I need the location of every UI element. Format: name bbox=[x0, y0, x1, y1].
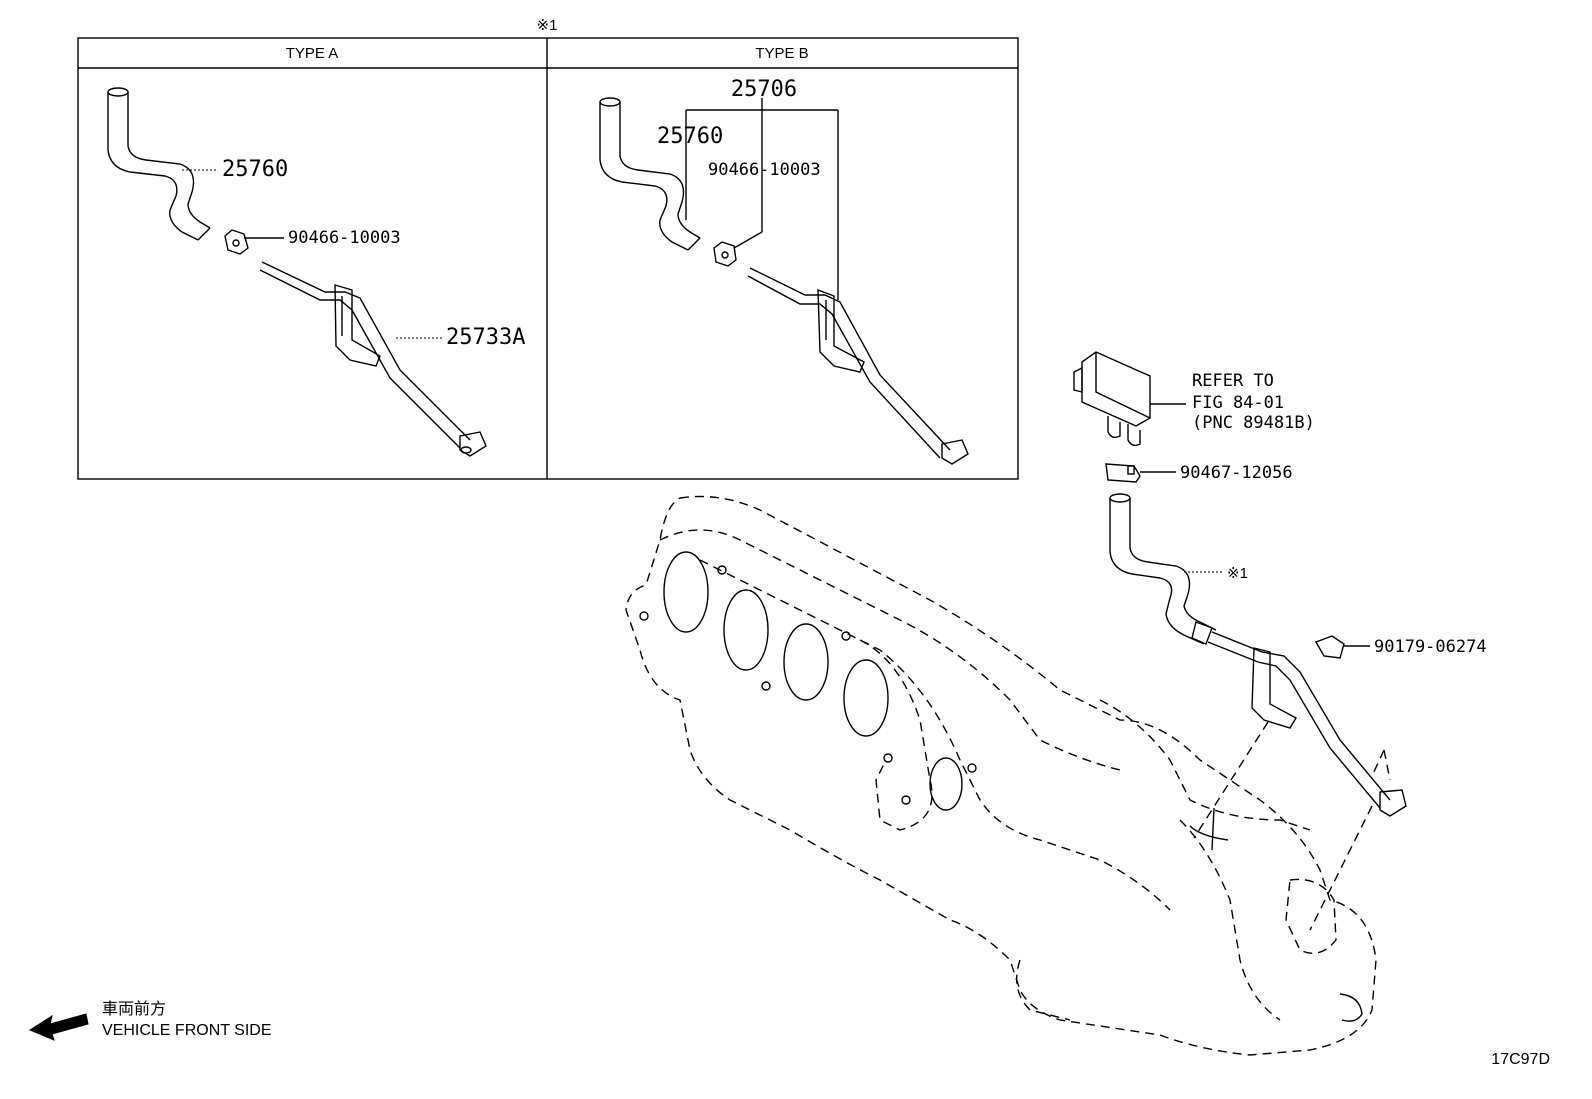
direction-english: VEHICLE FRONT SIDE bbox=[102, 1022, 272, 1039]
main-hose-drawing bbox=[1109, 493, 1217, 645]
type-a-label-90466: 90466-10003 bbox=[288, 228, 401, 248]
refer-text-line1: REFER TO bbox=[1192, 371, 1274, 391]
type-b-hose-drawing bbox=[599, 97, 701, 251]
type-a-leaders bbox=[182, 169, 442, 339]
main-pipe-drawing bbox=[1207, 631, 1407, 817]
label-90467-12056: 90467-12056 bbox=[1180, 463, 1293, 483]
type-b-clip-drawing bbox=[713, 241, 737, 267]
type-b-label-25706: 25706 bbox=[731, 77, 797, 102]
refer-text-line2: FIG 84-01 bbox=[1192, 393, 1284, 413]
type-b-header: TYPE B bbox=[755, 45, 808, 62]
type-b-leaders bbox=[685, 98, 839, 300]
type-a-label-25760: 25760 bbox=[222, 157, 288, 182]
label-90179-06274: 90179-06274 bbox=[1374, 637, 1487, 657]
alignment-lines bbox=[1193, 721, 1391, 931]
direction-japanese: 車両前方 bbox=[102, 1000, 166, 1018]
type-b-label-25760: 25760 bbox=[657, 124, 723, 149]
type-a-header: TYPE A bbox=[286, 45, 339, 62]
type-b-pipe-drawing bbox=[747, 267, 969, 465]
figure-code: 17C97D bbox=[1491, 1051, 1550, 1068]
type-a-hose-drawing bbox=[107, 87, 211, 241]
inset-frame bbox=[77, 37, 1019, 480]
type-b-label-90466: 90466-10003 bbox=[708, 160, 821, 180]
type-a-pipe-drawing bbox=[259, 261, 487, 457]
exhaust-manifold-drawing bbox=[625, 495, 1377, 1056]
type-a-clip-drawing bbox=[224, 229, 249, 255]
type-a-label-25733a: 25733A bbox=[446, 325, 525, 350]
bracket-clip-drawing bbox=[1314, 635, 1345, 659]
note-ref-main: ※1 bbox=[1227, 565, 1248, 582]
clamp-drawing bbox=[1105, 463, 1141, 483]
refer-text-line3: (PNC 89481B) bbox=[1192, 413, 1315, 433]
vsv-sensor-drawing bbox=[1073, 351, 1151, 447]
vehicle-front-arrow-icon bbox=[28, 1013, 89, 1041]
note-mark-top: ※1 bbox=[537, 17, 558, 34]
